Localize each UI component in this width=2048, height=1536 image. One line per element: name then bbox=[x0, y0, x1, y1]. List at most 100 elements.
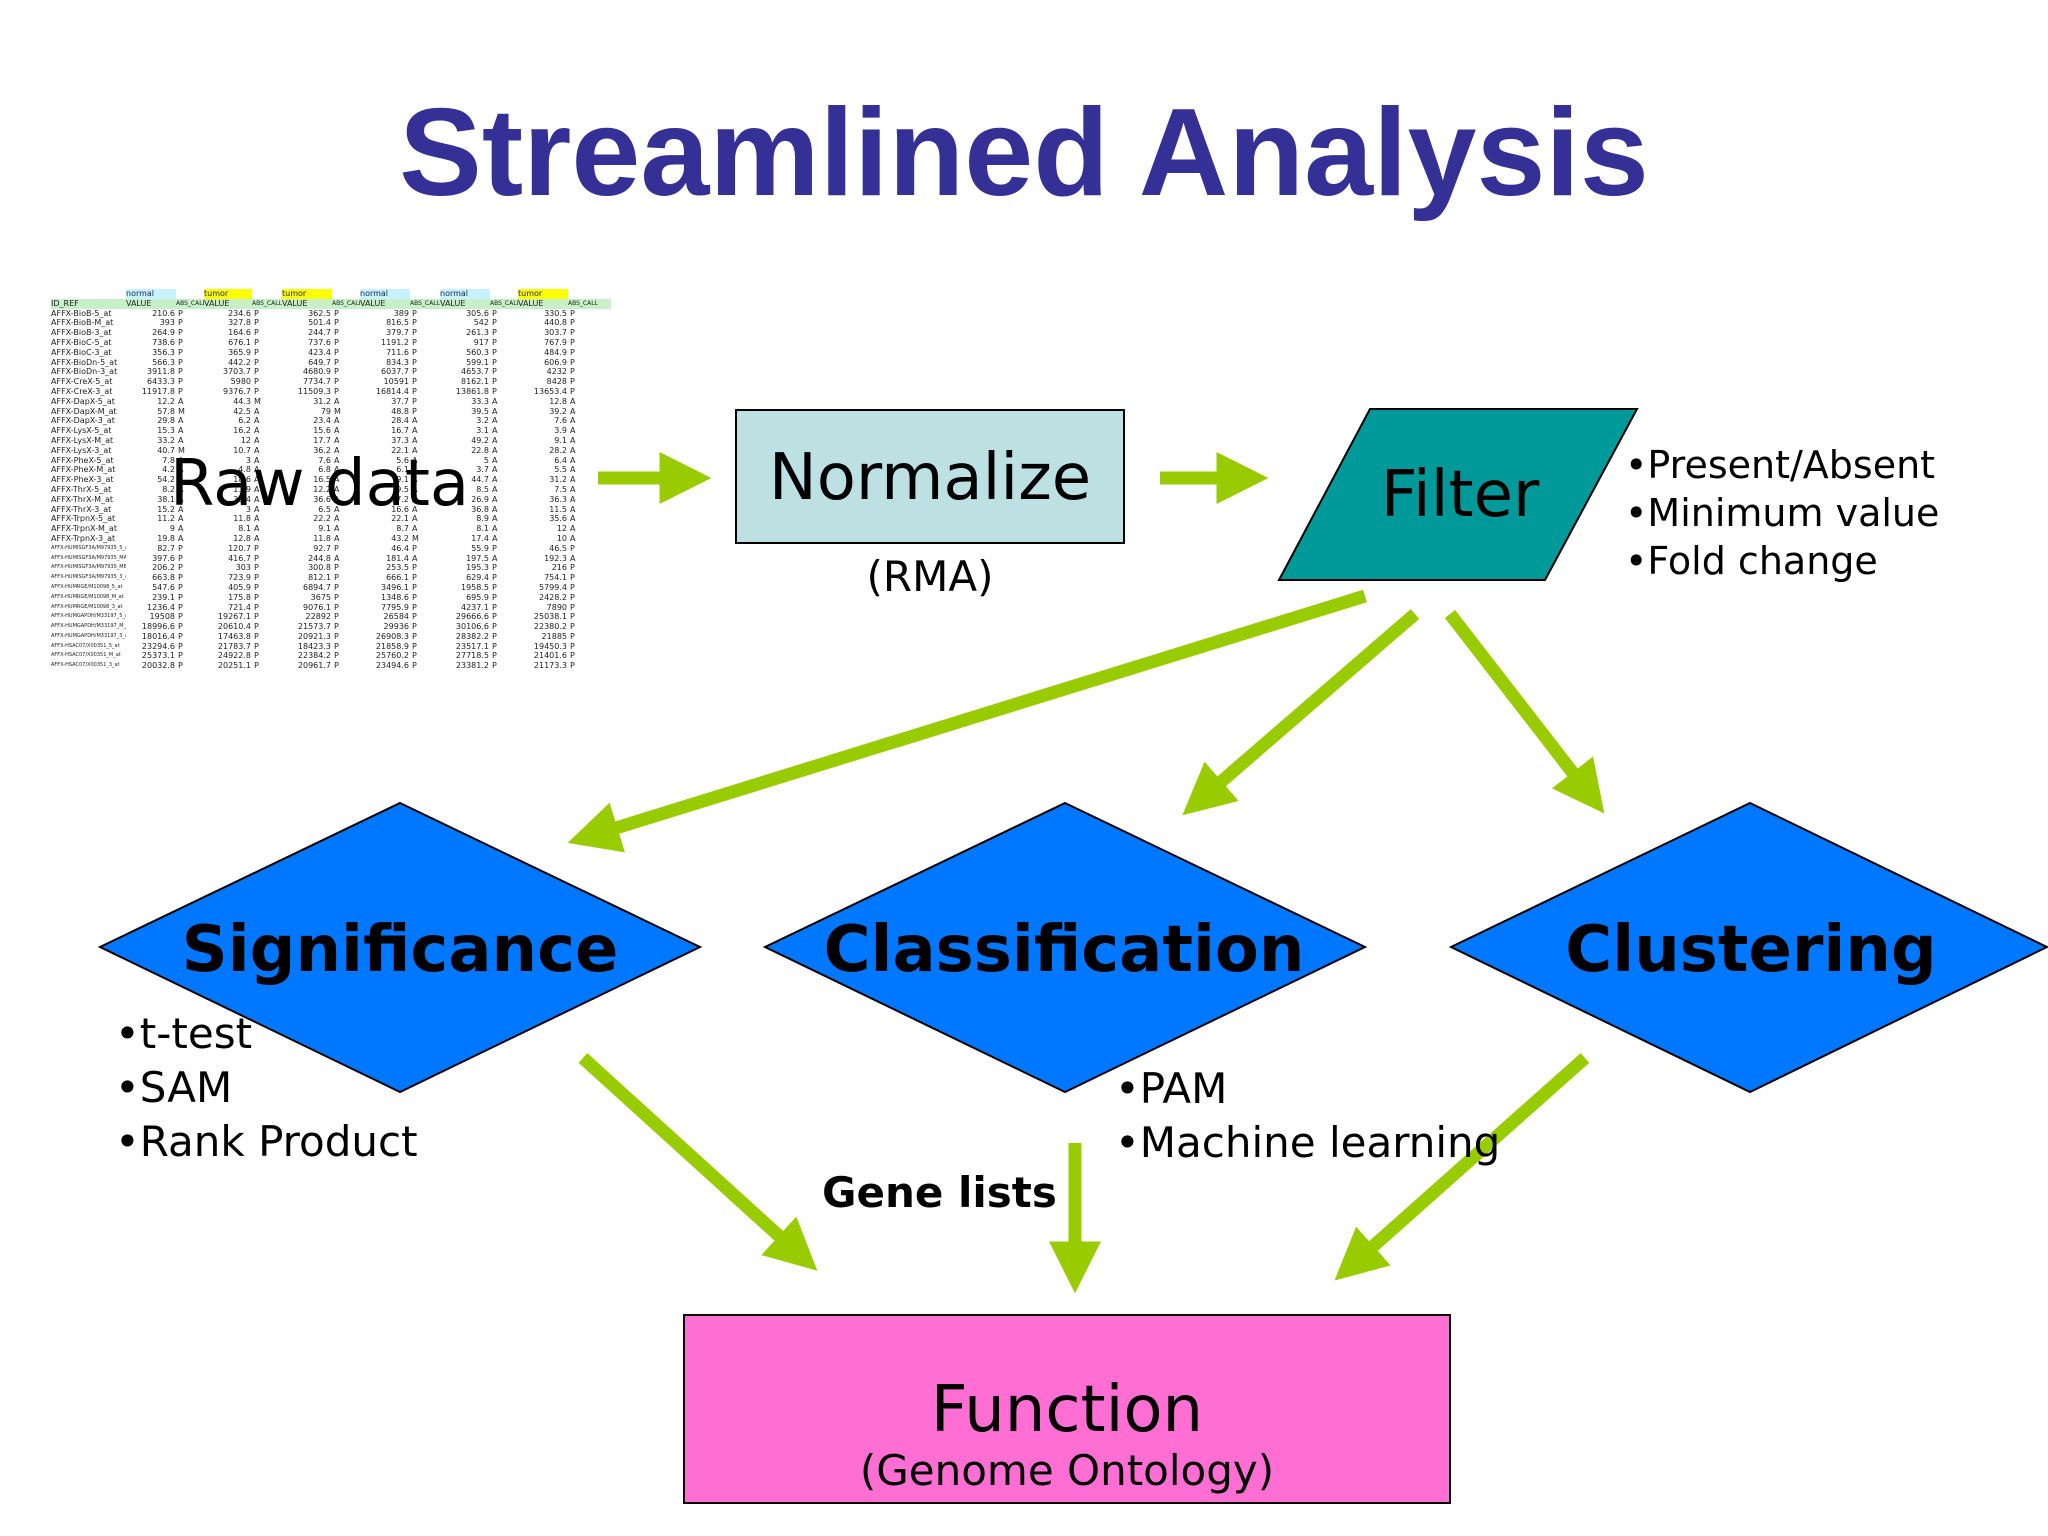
table-cell: P bbox=[334, 641, 339, 651]
table-cell: P bbox=[412, 357, 417, 367]
table-cell: AFFX-LysX-3_at bbox=[51, 445, 112, 455]
table-cell: A bbox=[570, 524, 576, 534]
table-cell: P bbox=[178, 337, 183, 347]
table-cell: 11.9 bbox=[233, 484, 251, 494]
table-cell: P bbox=[492, 622, 497, 632]
table-cell: P bbox=[570, 661, 575, 671]
table-cell: 606.9 bbox=[544, 357, 567, 367]
table-cell: 264.9 bbox=[152, 328, 175, 338]
table-cell: P bbox=[570, 641, 575, 651]
table-cell: AFFX-PheX-M_at bbox=[51, 465, 116, 475]
table-cell: 19508 bbox=[149, 612, 175, 622]
table-cell: P bbox=[492, 357, 497, 367]
table-cell: P bbox=[492, 661, 497, 671]
table-cell: A bbox=[570, 426, 576, 436]
table-cell: A bbox=[334, 445, 340, 455]
table-cell: 26584 bbox=[383, 612, 409, 622]
table-cell: 22.2 bbox=[313, 514, 331, 524]
table-cell: A bbox=[334, 465, 340, 475]
table-cell: A bbox=[570, 553, 576, 563]
table-cell: 19.8 bbox=[157, 533, 175, 543]
table-cell bbox=[490, 289, 518, 299]
table-cell: A bbox=[570, 504, 576, 514]
table-cell: P bbox=[570, 631, 575, 641]
table-cell: A bbox=[334, 455, 340, 465]
table-cell: 40.7 bbox=[157, 445, 175, 455]
table-cell: 18016.4 bbox=[141, 631, 175, 641]
clustering-label: Clustering bbox=[1565, 913, 1937, 987]
table-cell: 666.1 bbox=[386, 573, 409, 583]
table-cell: AFFX-BioC-3_at bbox=[51, 347, 112, 357]
table-cell: P bbox=[412, 347, 417, 357]
table-cell: 423.4 bbox=[308, 347, 331, 357]
table-cell: P bbox=[412, 582, 417, 592]
table-cell: 3675 bbox=[310, 592, 331, 602]
table-cell: P bbox=[178, 308, 183, 318]
table-cell: 917 bbox=[473, 337, 489, 347]
table-cell: P bbox=[492, 337, 497, 347]
table-cell: P bbox=[254, 328, 259, 338]
table-cell: 723.9 bbox=[228, 573, 251, 583]
table-cell: 16.6 bbox=[391, 504, 409, 514]
table-cell: 356.3 bbox=[152, 347, 175, 357]
table-cell: A bbox=[178, 514, 184, 524]
table-cell: 8.9 bbox=[476, 514, 489, 524]
table-cell: P bbox=[178, 592, 183, 602]
table-cell: M bbox=[334, 406, 341, 416]
table-cell: P bbox=[412, 573, 417, 583]
filter-label: Filter bbox=[1380, 458, 1540, 532]
raw-data-label: Raw data bbox=[170, 447, 470, 521]
table-cell: ABS_CALL bbox=[252, 298, 282, 309]
table-cell: 305.6 bbox=[466, 308, 489, 318]
table-cell: 195.3 bbox=[466, 563, 489, 573]
table-cell: 26.9 bbox=[471, 494, 489, 504]
table-cell: A bbox=[334, 426, 340, 436]
table-cell: 12.8 bbox=[549, 396, 567, 406]
table-cell: P bbox=[178, 612, 183, 622]
filter-criterion: Present/Absent bbox=[1625, 441, 1939, 489]
gene-lists-label: Gene lists bbox=[822, 1168, 1057, 1217]
table-cell: 244.7 bbox=[308, 328, 331, 338]
classification-method: PAM bbox=[1115, 1062, 1500, 1116]
table-cell: P bbox=[178, 661, 183, 671]
table-cell: P bbox=[412, 661, 417, 671]
table-cell: 7.5 bbox=[554, 484, 567, 494]
table-cell: 18.6 bbox=[233, 475, 251, 485]
table-cell: ABS_CALL bbox=[332, 298, 360, 309]
table-cell: 4232 bbox=[546, 367, 567, 377]
table-cell: A bbox=[412, 465, 418, 475]
table-cell: 13861.8 bbox=[455, 386, 489, 396]
table-cell: A bbox=[254, 426, 260, 436]
table-cell: 20921.3 bbox=[297, 631, 331, 641]
table-cell: P bbox=[334, 357, 339, 367]
table-cell: P bbox=[570, 377, 575, 387]
table-cell: A bbox=[412, 494, 418, 504]
table-cell: P bbox=[254, 337, 259, 347]
table-cell: 8.7 bbox=[396, 524, 409, 534]
table-cell: tumor bbox=[204, 289, 252, 299]
table-cell: AFFX-BioB-M_at bbox=[51, 318, 114, 328]
table-cell: 9076.1 bbox=[303, 602, 331, 612]
table-cell: 23494.6 bbox=[375, 661, 409, 671]
table-cell: 22892 bbox=[305, 612, 331, 622]
table-cell: P bbox=[334, 602, 339, 612]
table-cell: P bbox=[178, 631, 183, 641]
table-cell: AFFX-HUMRGE/M10098_3_at bbox=[51, 603, 123, 610]
table-cell: P bbox=[254, 641, 259, 651]
table-cell: AFFX-BioDn-3_at bbox=[51, 367, 118, 377]
table-cell: 49.2 bbox=[471, 435, 489, 445]
table-cell: P bbox=[492, 386, 497, 396]
table-cell: A bbox=[412, 435, 418, 445]
table-cell: ABS_CALL bbox=[490, 298, 518, 309]
table-cell: A bbox=[334, 435, 340, 445]
table-cell: P bbox=[334, 337, 339, 347]
table-cell: VALUE bbox=[126, 298, 176, 309]
filter-criterion: Fold change bbox=[1625, 537, 1939, 585]
table-cell: AFFX-ThrX-5_at bbox=[51, 484, 112, 494]
table-cell: AFFX-TrpnX-5_at bbox=[51, 514, 116, 524]
